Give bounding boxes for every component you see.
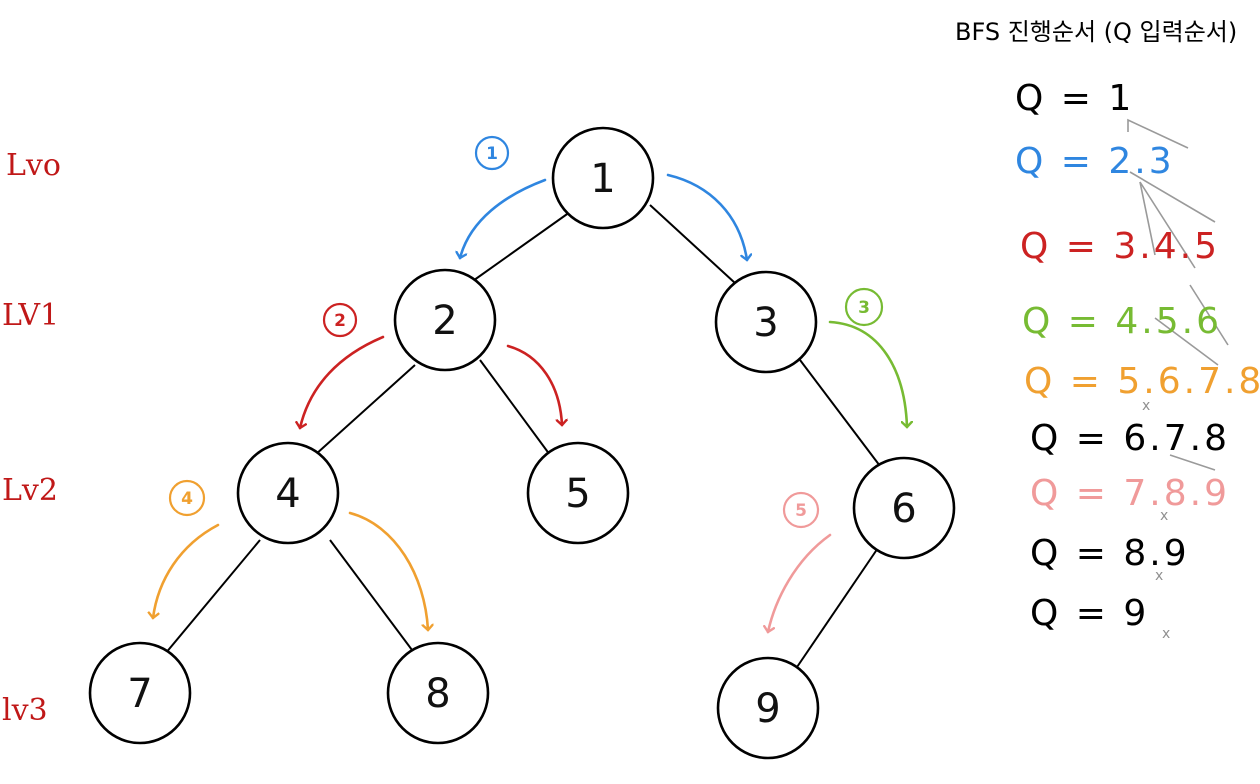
node-label-1: 1	[590, 156, 615, 202]
node-label-4: 4	[275, 471, 300, 517]
edge-6-9	[794, 544, 881, 671]
arrow-2-to-4	[300, 335, 385, 428]
level-label-1: LV1	[2, 298, 59, 333]
arrow-4-to-8	[348, 511, 428, 630]
traversal-arrows	[153, 173, 907, 632]
dequeue-mark: x	[1142, 398, 1150, 414]
step-marker-1: 1	[474, 135, 510, 171]
level-labels: Lvo LV1 Lv2 lv3	[2, 148, 61, 728]
step-marker-3: 3	[844, 287, 884, 327]
edge-3-6	[799, 359, 881, 467]
step-label-3: 3	[858, 298, 870, 318]
arrow-1-to-3	[666, 173, 747, 260]
tree-nodes: 1 2 3 4 5 6 7 8	[88, 126, 956, 760]
step-label-5: 5	[795, 501, 807, 521]
queue-line-5: Q = 5.6.7.8	[1024, 361, 1260, 402]
edge-2-4	[314, 364, 416, 456]
edge-4-7	[164, 539, 261, 655]
queue-line-9: Q = 9	[1030, 593, 1149, 634]
queue-panel: BFS 진행순서 (Q 입력순서) Q = 1 Q = 2.3 Q = 3.4.…	[955, 18, 1260, 642]
step-markers: 1 2 3 4 5	[168, 135, 884, 529]
node-label-5: 5	[565, 471, 590, 517]
step-marker-2: 2	[322, 302, 358, 338]
tree-node-3: 3	[714, 270, 818, 374]
node-label-8: 8	[425, 671, 450, 717]
node-label-9: 9	[755, 686, 780, 732]
edge-1-3	[649, 204, 736, 284]
queue-line-7: Q = 7.8.9	[1030, 473, 1230, 514]
queue-line-1: Q = 1	[1015, 78, 1134, 119]
step-label-2: 2	[334, 311, 346, 331]
arrow-3-to-6	[828, 320, 907, 427]
queue-line-8: Q = 8.9	[1030, 533, 1190, 574]
queue-line-2: Q = 2.3	[1015, 141, 1175, 182]
step-marker-5: 5	[782, 491, 820, 529]
tree-node-8: 8	[386, 641, 490, 745]
node-label-3: 3	[753, 300, 778, 346]
tree-node-9: 9	[716, 656, 820, 760]
tree-edges	[164, 204, 881, 671]
queue-guides	[1127, 118, 1229, 471]
edge-4-8	[329, 539, 416, 655]
tree-node-6: 6	[852, 456, 956, 560]
queue-line-3: Q = 3.4.5	[1020, 226, 1220, 267]
step-label-1: 1	[486, 144, 498, 164]
step-marker-4: 4	[168, 479, 206, 517]
dequeue-mark: x	[1162, 626, 1170, 642]
edge-2-5	[479, 359, 551, 456]
node-label-7: 7	[127, 671, 152, 717]
node-label-2: 2	[432, 298, 457, 344]
queue-line-6: Q = 6.7.8	[1030, 418, 1230, 459]
node-label-6: 6	[891, 486, 916, 532]
queue-line-4: Q = 4.5.6	[1022, 301, 1222, 342]
step-label-4: 4	[181, 489, 193, 509]
dequeue-mark: x	[1155, 568, 1163, 584]
arrow-1-to-2	[460, 178, 547, 258]
edge-1-2	[469, 211, 571, 284]
arrow-6-to-9	[768, 533, 832, 632]
level-label-3: lv3	[2, 693, 48, 728]
queue-title: BFS 진행순서 (Q 입력순서)	[955, 18, 1237, 46]
level-label-0: Lvo	[6, 148, 61, 183]
tree-node-4: 4	[236, 441, 340, 545]
level-label-2: Lv2	[2, 473, 58, 508]
dequeue-mark: x	[1160, 508, 1168, 524]
tree-node-7: 7	[88, 641, 192, 745]
arrow-2-to-5	[506, 344, 562, 425]
tree-node-5: 5	[526, 441, 630, 545]
tree-node-1: 1	[551, 126, 655, 230]
arrow-4-to-7	[153, 523, 220, 618]
tree-node-2: 2	[393, 268, 497, 372]
